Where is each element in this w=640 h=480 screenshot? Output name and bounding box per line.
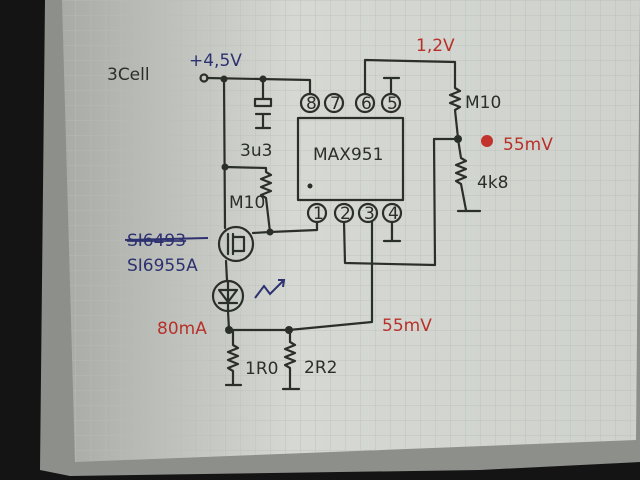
pin-label: 5 — [387, 94, 398, 114]
mosfet-old-label: SI6493 — [127, 231, 186, 251]
sense-resistor-1-label: 1R0 — [245, 359, 278, 379]
ic-body — [296, 116, 405, 202]
pin-label: 3 — [364, 204, 375, 224]
pin-label: 2 — [340, 204, 351, 224]
pin-label: 7 — [330, 94, 341, 114]
supply-wire — [205, 76, 312, 96]
left-rail-wire — [222, 77, 227, 230]
pin-label: 1 — [313, 204, 324, 224]
resistor-2r2-symbol — [281, 328, 301, 391]
source-label: 3Cell — [107, 65, 150, 85]
divider-voltage-label: 55mV — [503, 135, 553, 155]
light-emission-arrow-icon — [254, 279, 286, 299]
sense-voltage-label: 55mV — [382, 316, 432, 336]
test-point-marker — [481, 135, 493, 147]
supply-voltage-label: +4,5V — [189, 51, 242, 71]
led-current-label: 80mA — [157, 319, 207, 339]
pin-label: 4 — [388, 204, 399, 224]
strikethrough-line — [124, 237, 209, 241]
divider-top-resistor-label: M10 — [465, 93, 501, 113]
sense-resistor-2-label: 2R2 — [304, 358, 337, 378]
ground-symbol — [382, 220, 402, 243]
junction-dot — [225, 326, 233, 334]
ic-name-label: MAX951 — [313, 145, 383, 165]
gate-resistor-label: M10 — [229, 193, 265, 213]
feedback-wire — [342, 137, 460, 267]
capacitor-symbol — [253, 77, 273, 130]
resistor-1r0-symbol — [224, 328, 243, 387]
reference-voltage-label: 1,2V — [416, 36, 455, 56]
sense-wire — [227, 220, 374, 332]
ground-symbol — [382, 76, 401, 96]
pin-label: 6 — [361, 94, 372, 114]
schematic: 8 7 6 5 1 2 3 4 — [199, 58, 493, 391]
mosfet-new-label: SI6955A — [127, 256, 198, 276]
divider-top-resistor-symbol — [363, 58, 462, 140]
divider-bottom-resistor-symbol — [454, 137, 482, 213]
divider-bottom-resistor-label: 4k8 — [477, 173, 508, 193]
pin-label: 8 — [306, 94, 317, 114]
capacitor-label: 3u3 — [240, 141, 272, 161]
mosfet-symbol — [217, 225, 255, 263]
